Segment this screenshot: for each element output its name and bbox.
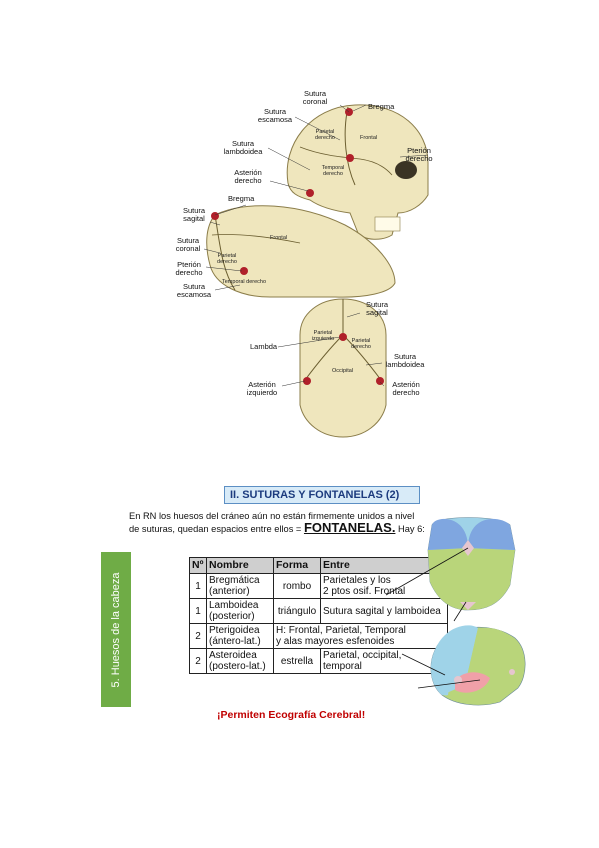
cell-forma: triángulo (273, 598, 321, 624)
cell-forma-entre: H: Frontal, Parietal, Temporal y alas ma… (273, 623, 448, 649)
header-numero: Nº (189, 557, 207, 574)
label-asterion-derecho: Asterión derecho (234, 168, 262, 185)
label-lambda: Lambda (250, 342, 278, 351)
cell-nombre: Bregmática (anterior) (206, 573, 274, 599)
label-sutura-lambdoidea-back: Sutura lambdoidea (385, 352, 425, 369)
skull-back (299, 298, 387, 438)
bone-parietal-izquierdo: Parietal izquierdo (311, 330, 335, 342)
skull-lateral (286, 104, 429, 240)
intro-paragraph: En RN los huesos del cráneo aún no están… (129, 510, 429, 535)
label-bregma: Bregma (368, 102, 395, 111)
header-forma: Forma (273, 557, 321, 574)
intro-line-1: En RN los huesos del cráneo aún no están… (129, 511, 415, 521)
table-row: 2 Pterigoidea (ántero-lat.) H: Frontal, … (189, 623, 448, 649)
pointer-lines (385, 547, 480, 689)
skull-figure (203, 104, 429, 438)
label-sutura-lambdoidea: Sutura lambdoidea (223, 139, 263, 156)
label-asterion-derecho-back: Asterión derecho (392, 380, 420, 397)
label-pterion-derecho: Pterión derecho (405, 146, 433, 163)
cell-nombre: Pterigoidea (ántero-lat.) (206, 623, 274, 649)
label-bregma-top: Bregma (228, 194, 255, 203)
label-sutura-coronal: Sutura coronal (302, 89, 328, 106)
table-row: 2 Asteroidea (postero-lat.) estrella Par… (189, 648, 448, 674)
header-nombre: Nombre (206, 557, 274, 574)
bone-parietal-derecho-back: Parietal derecho (351, 338, 371, 350)
cell-forma: estrella (273, 648, 321, 674)
skull-top (206, 205, 396, 298)
cell-entre: Parietales y los 2 ptos osif. Frontal (320, 573, 448, 599)
cell-numero: 1 (189, 573, 207, 599)
label-sutura-sagital-back: Sutura sagital (365, 300, 389, 317)
label-pterion-derecho-top: Pterión derecho (175, 260, 203, 277)
cell-numero: 2 (189, 623, 207, 649)
bone-frontal: Frontal (360, 135, 378, 141)
table-header-row: Nº Nombre Forma Entre (189, 557, 448, 574)
bone-temporal-derecho: Temporal derecho (321, 165, 345, 177)
label-sutura-escamosa: Sutura escamosa (257, 107, 293, 124)
intro-line-2a: de suturas, quedan espacios entre ellos … (129, 524, 304, 534)
bone-parietal-derecho: Parietal derecho (315, 129, 335, 141)
cell-entre: Parietal, occipital, temporal (320, 648, 448, 674)
bone-frontal-top: Frontal (270, 235, 288, 241)
label-sutura-sagital-top: Sutura sagital (182, 206, 206, 223)
label-sutura-coronal-top: Sutura coronal (175, 236, 201, 253)
table-row: 1 Lamboidea (posterior) triángulo Sutura… (189, 598, 448, 624)
bone-parietal-derecho-top: Parietal derecho (217, 253, 237, 265)
section-title: II. SUTURAS Y FONTANELAS (2) (224, 486, 420, 504)
section-sidebar-tab: 5. Huesos de la cabeza (101, 552, 131, 707)
cell-numero: 1 (189, 598, 207, 624)
footer-note: ¡Permiten Ecografía Cerebral! (217, 709, 366, 721)
label-sutura-escamosa-top: Sutura escamosa (176, 282, 212, 299)
cell-numero: 2 (189, 648, 207, 674)
bone-temporal-derecho-top: Temporal derecho (222, 279, 267, 285)
fontanelas-table: Nº Nombre Forma Entre 1 Bregmática (ante… (189, 557, 448, 674)
cell-forma: rombo (273, 573, 321, 599)
newborn-skull-side (430, 625, 526, 706)
cell-nombre: Asteroidea (postero-lat.) (206, 648, 274, 674)
header-entre: Entre (320, 557, 448, 574)
table-row: 1 Bregmática (anterior) rombo Parietales… (189, 573, 448, 599)
intro-line-2b: Hay 6: (395, 524, 425, 534)
intro-fontanelas: FONTANELAS. (303, 520, 396, 535)
section-sidebar-label: 5. Huesos de la cabeza (110, 572, 122, 687)
bone-occipital: Occipital (332, 368, 354, 374)
cell-nombre: Lamboidea (posterior) (206, 598, 274, 624)
skull-illustrations: Sutura coronal Bregma Sutura escamosa Su… (160, 85, 440, 450)
label-asterion-izquierdo: Asterión izquierdo (246, 380, 278, 397)
